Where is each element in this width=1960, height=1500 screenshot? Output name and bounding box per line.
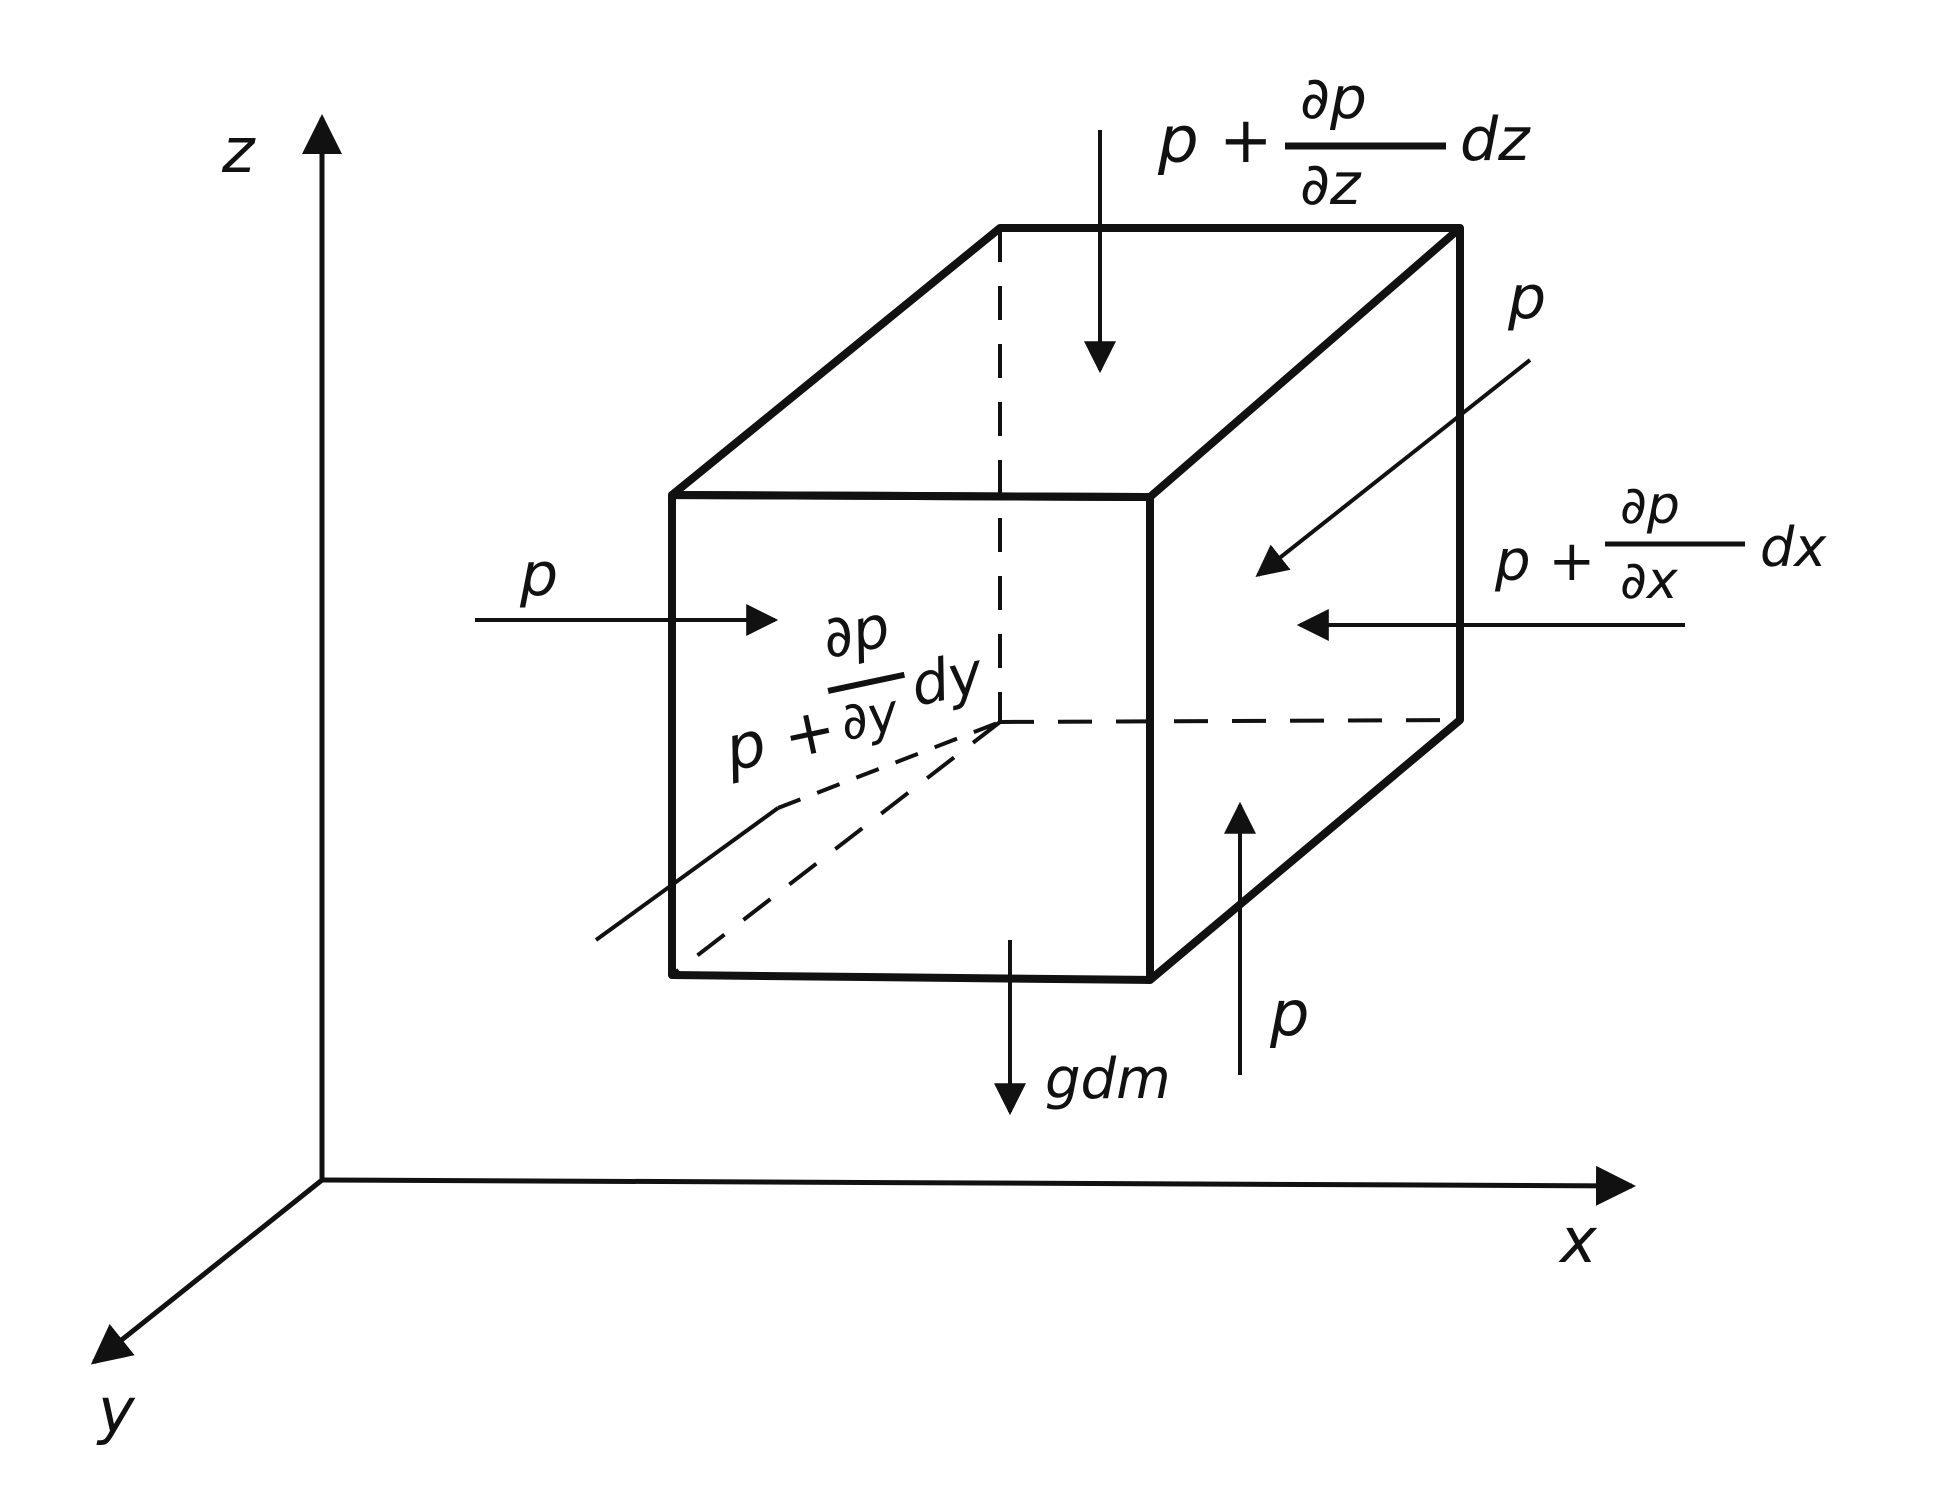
front-force-p: p + [718, 691, 843, 786]
bottom-p-label: p [1269, 977, 1309, 1050]
front-force-fraction-bar [827, 671, 906, 694]
right-force-differential: dx [1760, 516, 1827, 579]
right-force-label: p + ∂p ∂x dx [1494, 476, 1827, 611]
top-force-numerator: ∂p [1300, 64, 1367, 132]
gravity-label: gdm [1045, 1047, 1171, 1112]
front-force-differential: dy [905, 638, 989, 719]
top-force-differential: dz [1460, 105, 1531, 175]
right-force-p: p + [1494, 529, 1595, 594]
cube-hidden-edges [670, 228, 1461, 977]
y-axis [90, 1178, 324, 1365]
left-p-label: p [519, 540, 558, 610]
top-force-denominator: ∂z [1300, 150, 1362, 218]
coordinate-axes [90, 114, 1636, 1365]
z-axis-label: z [221, 114, 256, 187]
front-force-denominator: ∂y [835, 682, 905, 753]
cube-visible-edges [668, 224, 1464, 984]
front-force-numerator: ∂p [816, 592, 895, 672]
top-force-label: p + ∂p ∂z dz [1157, 64, 1531, 218]
x-axis-label: x [1558, 1204, 1598, 1277]
force-arrows [475, 130, 1685, 1116]
cube-top-face [668, 224, 1464, 501]
x-axis [321, 1165, 1636, 1206]
right-force-numerator: ∂p [1620, 476, 1680, 536]
y-axis-label: y [96, 1374, 136, 1447]
front-force-label: p + ∂p ∂y dy [718, 592, 990, 786]
back-force-arrow [1255, 358, 1532, 577]
cube-right-face [1147, 228, 1464, 984]
right-force-denominator: ∂x [1620, 551, 1679, 611]
front-force-line [594, 806, 780, 942]
top-force-p: p + [1157, 104, 1273, 178]
back-p-label: p [1507, 263, 1546, 333]
